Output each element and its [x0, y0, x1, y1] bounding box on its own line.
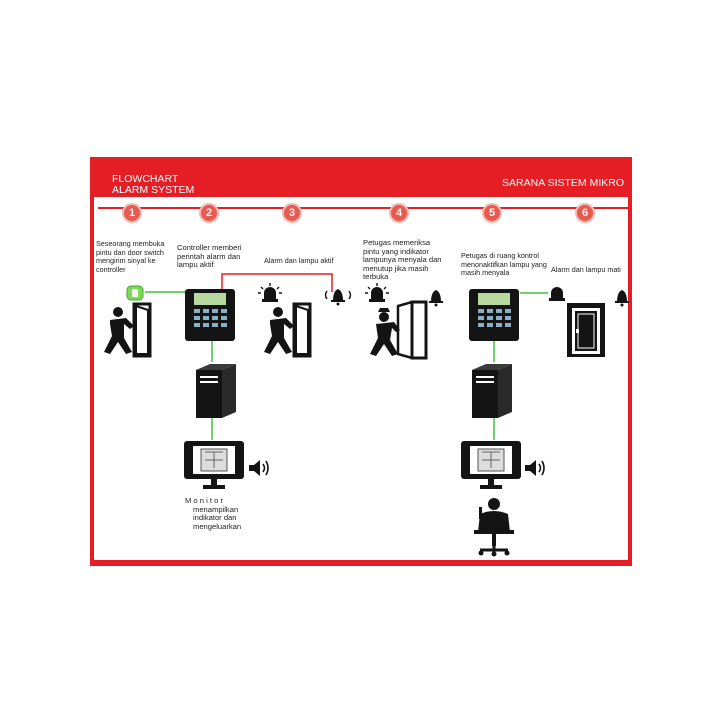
person-opening-door-icon: [104, 302, 152, 358]
door-switch-icon: [126, 285, 144, 301]
step-2-description: Controller memberi perintah alarm dan la…: [177, 243, 251, 270]
step-3-description: Alarm dan lampu aktif: [264, 256, 334, 266]
bell-icon: [615, 290, 629, 307]
closed-door-icon: [567, 303, 605, 357]
step-3-badge: 3: [282, 203, 302, 223]
step-4-line: lampunya menyala dan: [363, 255, 442, 264]
speaker-icon: [525, 460, 545, 476]
alarm-light-icon: [365, 283, 389, 302]
step-2-line: lampu aktif: [177, 260, 214, 269]
frame-right-border: [628, 157, 632, 566]
speaker-icon: [249, 460, 269, 476]
bell-icon: [324, 289, 352, 306]
step-4-description: Petugas memeriksa pintu yang indikator l…: [363, 238, 443, 282]
monitor-caption-line: indikator dan: [193, 513, 237, 522]
diagram-frame: FLOWCHART ALARM SYSTEM SARANA SISTEM MIK…: [90, 157, 632, 566]
step-1-line: Seseorang membuka: [96, 239, 165, 248]
step-5-line: menonaktifkan lampu yang: [461, 259, 547, 269]
server-tower-icon: [196, 364, 236, 418]
step-5-line: masih menyala: [461, 268, 510, 277]
step-1-line: pintu dan door switch: [96, 247, 164, 257]
header-bar: [90, 157, 632, 197]
alarm-light-icon: [549, 287, 565, 301]
step-5-line: Petugas di ruang kontrol: [461, 251, 539, 260]
monitor-icon: [461, 441, 521, 489]
monitor-icon: [184, 441, 244, 489]
step-6-line: Alarm dan lampu mati: [551, 265, 621, 274]
guard-closing-door-icon: [370, 300, 428, 360]
step-4-badge: 4: [389, 203, 409, 223]
title-line-2: ALARM SYSTEM: [112, 184, 195, 196]
step-1-badge: 1: [122, 203, 142, 223]
operator-desk-icon: [474, 498, 514, 557]
step-5-description: Petugas di ruang kontrol menonaktifkan l…: [461, 251, 551, 278]
controller-panel-icon: [469, 289, 519, 341]
step-3-line: Alarm dan lampu aktif: [264, 256, 334, 265]
wire-controller-to-alarm: [221, 273, 333, 292]
step-4-line: Petugas memeriksa: [363, 238, 431, 247]
monitor-caption-line: M o n i t o r: [185, 496, 223, 505]
frame-bottom-border: [90, 560, 632, 566]
diagram-title: FLOWCHART ALARM SYSTEM: [112, 174, 194, 196]
step-1-description: Seseorang membuka pintu dan door switch …: [96, 239, 176, 274]
person-opening-door-icon: [264, 302, 312, 358]
controller-panel-icon: [185, 289, 235, 341]
frame-left-border: [90, 157, 94, 566]
step-4-line: terbuka: [363, 272, 389, 281]
step-1-line: mengirim sinyal ke: [96, 256, 156, 265]
monitor-caption: M o n i t o r menampilkan indikator dan …: [185, 496, 249, 531]
step-4-line: pintu yang indikator: [363, 246, 429, 256]
step-1-line: controller: [96, 264, 126, 274]
step-6-description: Alarm dan lampu mati: [551, 265, 621, 275]
monitor-caption-line: mengeluarkan: [193, 521, 242, 531]
server-tower-icon: [472, 364, 512, 418]
step-5-badge: 5: [482, 203, 502, 223]
step-2-line: Controller memberi: [177, 243, 242, 252]
timeline-line: [98, 207, 628, 209]
header-right-title: SARANA SISTEM MIKRO: [502, 177, 624, 189]
monitor-caption-line: menampilkan: [193, 504, 239, 514]
alarm-light-icon: [258, 283, 282, 302]
step-2-badge: 2: [199, 203, 219, 223]
step-4-line: menutup jika masih: [363, 263, 429, 273]
title-line-1: FLOWCHART: [112, 173, 179, 185]
bell-icon: [429, 290, 443, 307]
step-2-line: perintah alarm dan: [177, 251, 241, 261]
step-6-badge: 6: [575, 203, 595, 223]
